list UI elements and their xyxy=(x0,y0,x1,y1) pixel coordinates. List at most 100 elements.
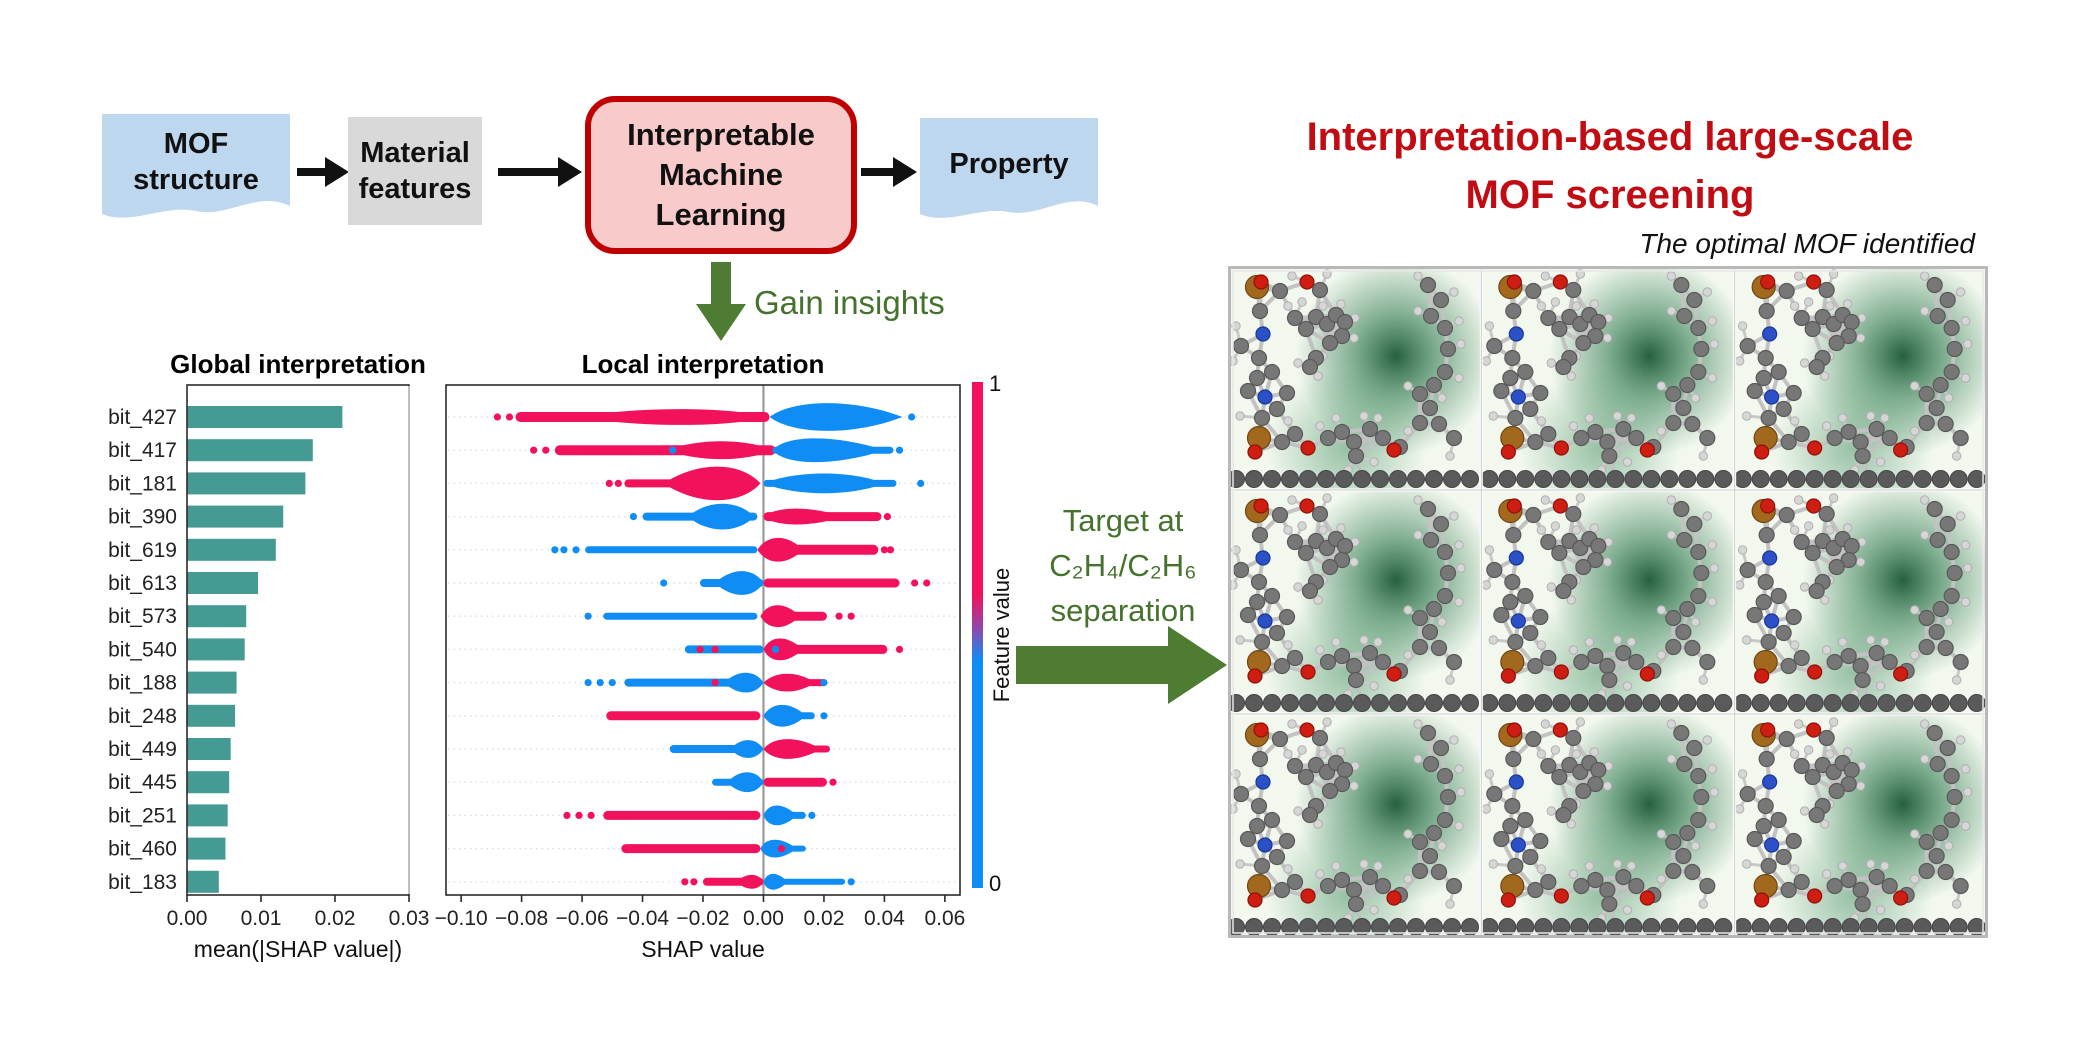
bar xyxy=(187,505,284,528)
beeswarm-row xyxy=(584,672,828,693)
x-tick-label: −0.10 xyxy=(435,907,488,930)
beeswarm-row xyxy=(606,704,828,727)
bar-label: bit_573 xyxy=(108,605,177,628)
beeswarm-row xyxy=(684,638,904,661)
x-tick-label: 0.03 xyxy=(389,907,430,930)
mof-unit-cell-grid xyxy=(1228,266,1988,938)
local-chart-title: Local interpretation xyxy=(582,349,825,379)
bar xyxy=(187,804,228,827)
flow-node-mof-structure: MOF structure xyxy=(100,110,292,230)
bar xyxy=(187,472,306,495)
colorbar-axis-label: Feature value xyxy=(989,568,1014,703)
colorbar-top-label: 1 xyxy=(989,371,1001,396)
bar xyxy=(187,406,343,428)
beeswarm-row xyxy=(629,503,892,530)
document-shape-icon xyxy=(920,118,1098,218)
flow-node-material-features: Material features xyxy=(348,117,482,225)
x-tick-label: −0.02 xyxy=(676,907,729,930)
beeswarm-row xyxy=(605,466,925,501)
right-title-line-1: Interpretation-based large-scale xyxy=(1306,115,1914,159)
bar-label: bit_251 xyxy=(108,804,177,827)
target-text: Target at C₂H₄/C₂H₆ separation xyxy=(1008,498,1238,633)
bar xyxy=(187,837,226,860)
bar xyxy=(187,771,230,794)
x-tick-label: 0.02 xyxy=(315,907,356,930)
bar-label: bit_613 xyxy=(108,572,177,595)
bar xyxy=(187,738,231,760)
bar-label: bit_427 xyxy=(108,406,177,429)
x-tick-label: 0.02 xyxy=(804,907,845,930)
beeswarm-row xyxy=(712,772,837,793)
beeswarm-row xyxy=(493,403,916,431)
x-tick-label: 0.04 xyxy=(864,907,905,930)
x-tick-label: 0.01 xyxy=(241,907,282,930)
bar-label: bit_248 xyxy=(108,705,177,728)
mof-unit-cell xyxy=(1732,478,1988,754)
beeswarm-row xyxy=(584,605,855,628)
bar xyxy=(187,638,245,661)
bar-label: bit_449 xyxy=(108,738,177,761)
flow-node-interpretable-ml: Interpretable Machine Learning xyxy=(585,96,857,254)
bar-label: bit_188 xyxy=(108,672,177,695)
bar-label: bit_540 xyxy=(108,638,177,661)
document-shape-icon xyxy=(102,114,290,218)
x-tick-label: 0.00 xyxy=(167,907,208,930)
bar-label: bit_183 xyxy=(108,871,177,894)
x-tick-label: 0.06 xyxy=(924,907,965,930)
mof-unit-cell xyxy=(1478,702,1752,938)
beeswarm-row xyxy=(621,839,806,858)
flow-node-label: Machine xyxy=(658,157,784,192)
x-tick-label: −0.04 xyxy=(616,907,669,930)
bar-label: bit_181 xyxy=(108,472,177,495)
local-interpretation-chart: Local interpretation−0.10−0.08−0.06−0.04… xyxy=(435,349,1014,962)
bar-label: bit_619 xyxy=(108,539,177,562)
flow-node-label: structure xyxy=(133,163,259,196)
mof-unit-cell xyxy=(1228,702,1498,938)
right-panel-title: Interpretation-based large-scale MOF scr… xyxy=(1235,108,1985,224)
target-line-2: C₂H₄/C₂H₆ xyxy=(1049,548,1197,583)
mof-structure-image xyxy=(1228,266,1988,938)
right-title-line-2: MOF screening xyxy=(1465,173,1755,217)
flow-node-property: Property xyxy=(918,114,1100,230)
x-tick-label: 0.00 xyxy=(743,907,784,930)
bar-label: bit_390 xyxy=(108,506,177,529)
flow-node-label: MOF xyxy=(163,127,229,160)
mof-unit-cell xyxy=(1732,702,1988,938)
bar xyxy=(187,704,236,727)
bar-label: bit_460 xyxy=(108,838,177,861)
feature-value-colorbar xyxy=(972,382,983,888)
flow-node-label: Material xyxy=(360,137,470,169)
bar-label: bit_417 xyxy=(108,439,177,462)
beeswarm-row xyxy=(660,571,931,595)
beeswarm-row xyxy=(681,873,855,890)
x-axis-label: SHAP value xyxy=(641,936,765,962)
bar xyxy=(187,439,313,462)
colorbar-bottom-label: 0 xyxy=(989,871,1001,896)
bar xyxy=(187,538,276,561)
flow-node-label: Interpretable xyxy=(627,117,815,152)
beeswarm-row xyxy=(563,805,816,826)
x-axis-label: mean(|SHAP value|) xyxy=(194,936,402,962)
bar-label: bit_445 xyxy=(108,771,177,794)
bar xyxy=(187,870,219,893)
target-line-1: Target at xyxy=(1062,503,1184,538)
target-line-3: separation xyxy=(1050,593,1196,628)
bar xyxy=(187,605,247,628)
flow-node-label: Property xyxy=(949,147,1069,180)
global-interpretation-chart: Global interpretation bit_427 bit_417 bit_1… xyxy=(108,349,430,962)
target-arrow-icon xyxy=(1016,626,1227,704)
flow-arrow-1-icon xyxy=(297,157,349,187)
flow-arrow-3-icon xyxy=(861,157,917,187)
bar xyxy=(187,671,237,694)
x-tick-label: −0.06 xyxy=(555,907,608,930)
flow-node-label: Learning xyxy=(655,197,787,232)
global-chart-title: Global interpretation xyxy=(170,349,426,379)
beeswarm-row xyxy=(551,537,895,562)
gain-insights-arrow-icon xyxy=(696,262,746,341)
flow-node-label: features xyxy=(358,173,472,205)
flow-arrow-2-icon xyxy=(498,157,582,187)
gain-insights-label: Gain insights xyxy=(754,284,945,321)
beeswarm-row xyxy=(669,739,830,759)
optimal-mof-subtitle: The optimal MOF identified xyxy=(1639,228,1975,259)
